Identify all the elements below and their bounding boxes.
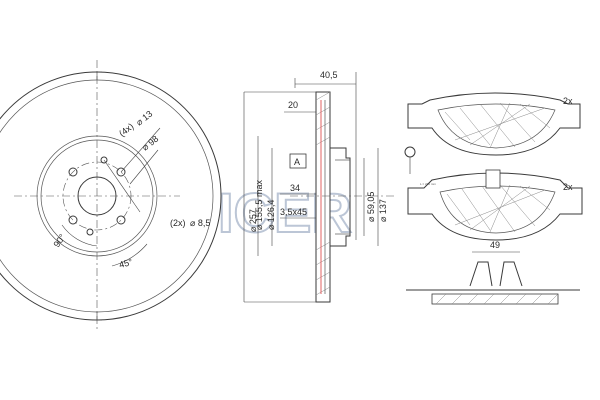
leader-bolt-holes	[120, 127, 161, 173]
axis-mark-bottom	[92, 312, 102, 321]
label-pcd: ⌀ 98	[140, 134, 160, 153]
pad-side-friction	[431, 293, 559, 305]
leader-small-holes	[103, 159, 141, 213]
label-thickness: 34	[290, 183, 300, 193]
friction-ring-section	[315, 91, 331, 303]
small-hole	[86, 228, 94, 236]
pad-top-friction	[437, 103, 556, 149]
brake-pads: 2x L = 220 mm 2x 49	[404, 92, 583, 305]
datum-box	[289, 153, 307, 169]
datum-label: A	[294, 157, 300, 167]
label-hat-height: 20	[288, 100, 298, 110]
angle-arc-90	[61, 224, 98, 247]
label-small-hole-dia: ⌀ 8,5	[190, 218, 210, 228]
pad-clip	[485, 169, 501, 189]
label-bolt-hole-dia: ⌀ 13	[134, 109, 154, 128]
bolt-hole	[68, 167, 78, 177]
leader-pcd	[129, 149, 159, 185]
pad-bottom-qty: 2x	[563, 182, 573, 192]
label-inner-diameter: ⌀ 126,4	[266, 200, 276, 230]
label-hat-dia: ⌀ 137	[378, 199, 388, 222]
label-centre-bore: ⌀ 59,05	[366, 192, 376, 222]
bolt-hole	[68, 215, 78, 225]
label-small-holes: (2x)	[170, 218, 186, 228]
disc-front-view: (4x) ⌀ 13 ⌀ 98 (2x) ⌀ 8,5 90° 45°	[0, 60, 222, 332]
label-outer-diameter: ⌀ 257	[248, 209, 258, 232]
pad-side-clip	[469, 261, 523, 287]
bolt-hole	[116, 215, 126, 225]
pad-bottom-outline	[407, 172, 583, 241]
label-piston-width: 49	[490, 240, 500, 250]
pad-top-hatch	[444, 102, 551, 149]
label-total-height: 40,5	[320, 70, 338, 80]
label-bolt-holes: (4x)	[117, 121, 135, 138]
angle-arc-45	[111, 243, 148, 267]
bolt-hole	[116, 167, 126, 177]
pad-side-hatch	[435, 293, 559, 305]
wear-sensor-loop	[404, 146, 416, 158]
pad-bottom-hatch	[446, 184, 551, 233]
axis-mark-top	[92, 71, 102, 80]
label-angle-45: 45°	[118, 257, 134, 270]
label-chamfer: 3,5x45	[280, 207, 307, 217]
disc-section-view: A 40,5 20 ⌀ 257 ⌀ 155,5 max ⌀ 126,4 34 3…	[243, 70, 395, 303]
small-hole	[100, 156, 108, 164]
pad-top-outline	[407, 92, 581, 156]
pad-top-qty: 2x	[563, 96, 573, 106]
hat-section	[330, 147, 351, 247]
label-max-diameter: ⌀ 155,5 max	[254, 180, 264, 230]
